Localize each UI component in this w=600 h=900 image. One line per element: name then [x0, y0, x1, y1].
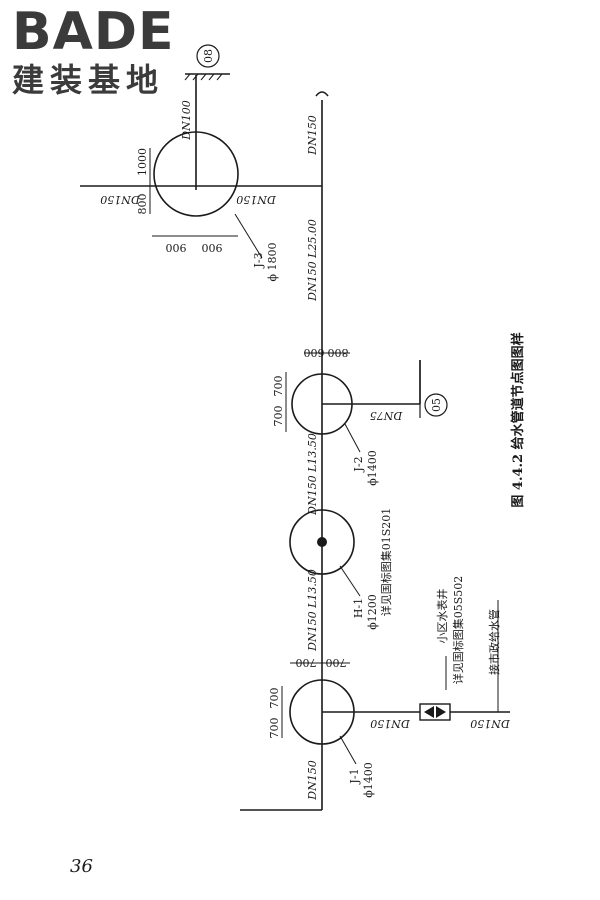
dim-j3-top: 1000	[136, 148, 149, 176]
pipe-seg-l1350-a: DN150 L13.50	[306, 433, 319, 516]
well-j3	[153, 131, 239, 217]
marker-08-label: 08	[202, 49, 215, 63]
pipe-dn150-bottom: DN150	[306, 760, 319, 800]
well-h1-ref: 详见国标图集01S201	[379, 508, 393, 617]
leader-h1	[339, 565, 361, 597]
top-break-mark	[315, 91, 329, 97]
pipe-dn150-main: DN150	[306, 115, 319, 155]
well-j3-name: J-3	[252, 252, 265, 268]
dim-j1-top-a: 700	[296, 656, 317, 669]
pipe-dn150-right: DN150	[236, 193, 276, 206]
well-j1-name: J-1	[348, 768, 361, 784]
brand-subtitle: 建装基地	[12, 61, 165, 99]
dim-j3-bottom: 800	[136, 194, 149, 215]
meter-well-ref: 详见国标图集05S502	[451, 576, 465, 685]
pipe-seg-l25: DN150 L25.00	[306, 219, 319, 302]
pipe-dn150-left: DN150	[100, 193, 140, 206]
dim-j1-side-b: 700	[268, 718, 281, 739]
well-h1-name: H-1	[352, 598, 365, 618]
well-j2-name: J-2	[352, 456, 365, 472]
figure-caption: 图 4.4.2 给水管道节点图图样	[510, 332, 526, 507]
well-j2-size: ϕ1400	[366, 450, 379, 486]
well-h1	[289, 509, 355, 575]
pipe-dn150-meter-right: DN150	[470, 717, 510, 730]
dim-j1-top-b: 700	[326, 656, 347, 669]
dim-j2-side-a: 700	[272, 376, 285, 397]
pipe-dn150-meter-left: DN150	[370, 717, 410, 730]
well-j3-size: ϕ 1800	[266, 243, 279, 282]
pipe-seg-l1350-b: DN150 L13.50	[306, 569, 319, 652]
pipe-dn75: DN75	[370, 409, 403, 422]
leader-j3	[234, 213, 263, 259]
page-number: 36	[70, 856, 93, 877]
dim-j1-side-a: 700	[268, 688, 281, 709]
well-h1-size: ϕ1200	[366, 594, 379, 630]
dim-j2-top-a: 600	[304, 346, 325, 359]
pipe-dn100: DN100	[180, 100, 193, 140]
municipal-label: 接市政给水管	[487, 609, 501, 675]
marker-08	[196, 44, 220, 68]
meter-well-label: 小区水表井	[435, 589, 449, 644]
dim-j2-side-b: 700	[272, 406, 285, 427]
brand-logo: BADE	[12, 2, 175, 62]
meter-symbol	[424, 706, 446, 718]
dim-j3-left: 900	[166, 241, 187, 254]
leader-j1	[339, 735, 357, 765]
leader-j2	[344, 423, 361, 453]
ground-hatch-top	[184, 73, 223, 81]
well-j1-size: ϕ1400	[362, 762, 375, 798]
hydrant-symbol	[317, 537, 327, 547]
dim-j2-top-b: 800	[328, 346, 349, 359]
marker-05-label: 05	[430, 398, 443, 412]
marker-05	[424, 393, 448, 417]
dim-j3-right: 900	[202, 241, 223, 254]
meter-box	[419, 703, 451, 721]
